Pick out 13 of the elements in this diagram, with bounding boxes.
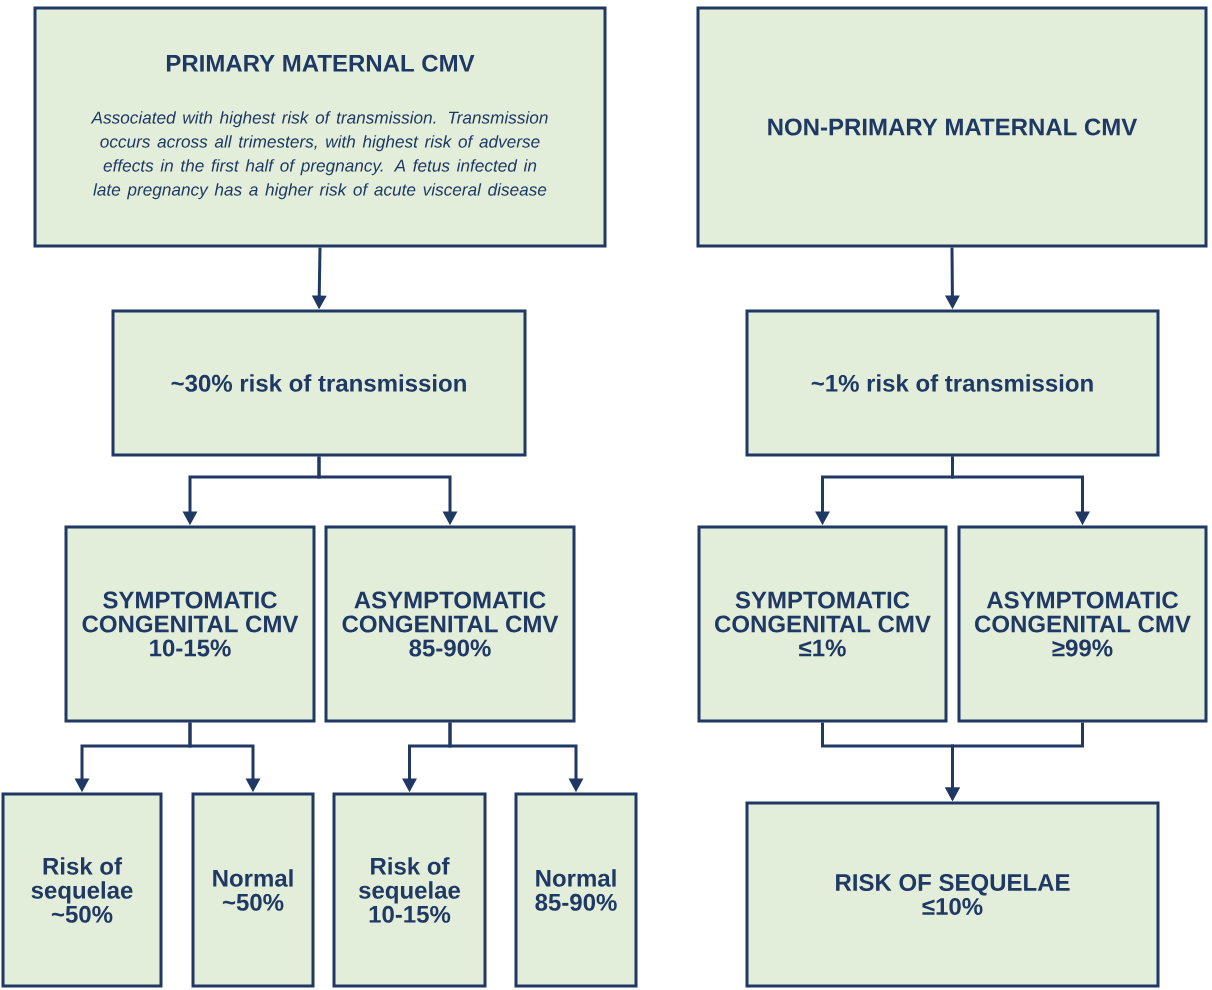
- flow-box: SYMPTOMATIC CONGENITAL CMV 10-15%: [64, 525, 316, 723]
- flow-box: SYMPTOMATIC CONGENITAL CMV ≤1%: [697, 525, 948, 723]
- flow-box: Risk of sequelae ~50%: [1, 792, 163, 988]
- flow-box: ASYMPTOMATIC CONGENITAL CMV ≥99%: [957, 525, 1208, 723]
- flow-box: PRIMARY MATERNAL CMV Associated with highest risk of transmission. Transmission occurs across all trimesters, with highest risk of adverse effects in the first half of pregnancy. A fetus infected in late pregnancy has a higher risk of acute visceral disease: [33, 6, 607, 248]
- flow-box: Normal 85-90%: [514, 792, 638, 988]
- flow-box: NON-PRIMARY MATERNAL CMV: [696, 6, 1208, 248]
- flow-box: RISK OF SEQUELAE ≤10%: [745, 801, 1160, 988]
- flow-box: Risk of sequelae 10-15%: [332, 792, 487, 988]
- flow-box: ~1% risk of transmission: [745, 309, 1160, 457]
- flow-box: ~30% risk of transmission: [111, 309, 527, 457]
- flow-box: ASYMPTOMATIC CONGENITAL CMV 85-90%: [324, 525, 576, 723]
- flow-box: Normal ~50%: [191, 792, 315, 988]
